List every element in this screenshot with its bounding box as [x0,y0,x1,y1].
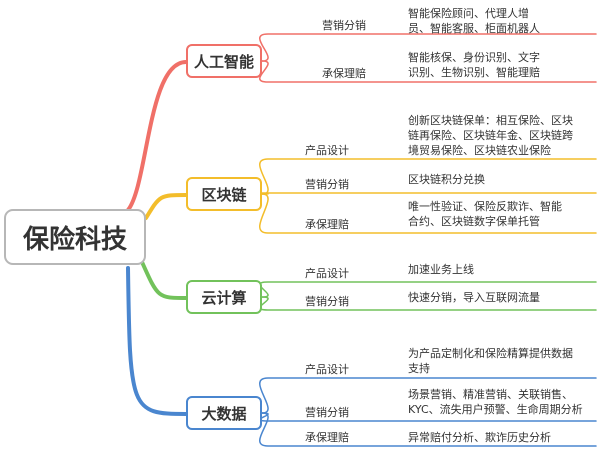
sub-topic-label[interactable]: 营销分销 [305,295,349,308]
sub-connector [259,296,597,311]
root-node[interactable]: 保险科技 [4,209,146,265]
branch-node[interactable]: 云计算 [186,280,262,314]
leaf-text: 合约、区块链数字保单托管 [408,215,540,228]
sub-topic-label[interactable]: 营销分销 [305,406,349,419]
sub-connector [259,33,597,62]
sub-connector [259,377,597,414]
leaf-text: 区块链积分兑换 [408,173,485,186]
sub-topic-label[interactable]: 营销分销 [305,178,349,191]
sub-connector [259,192,597,195]
leaf-text: KYC、流失用户预警、生命周期分析 [408,403,583,416]
leaf-text: 创新区块链保单：相互保险、区块 [408,114,573,127]
sub-connector [259,193,597,234]
leaf-text: 唯一性验证、保险反欺诈、智能 [408,200,562,213]
leaf-text: 加速业务上线 [408,263,474,276]
sub-connector [259,412,597,447]
branch-node[interactable]: 大数据 [186,396,262,430]
branch-connector [126,266,188,416]
branch-node[interactable]: 人工智能 [186,44,262,78]
leaf-text: 智能保险顾问、代理人增 [408,7,529,20]
sub-topic-label[interactable]: 产品设计 [305,363,349,376]
sub-connector [259,281,597,298]
sub-topic-label[interactable]: 承保理赔 [322,67,366,80]
sub-topic-label[interactable]: 营销分销 [322,19,366,32]
leaf-text: 境贸易保险、区块链农业保险 [408,144,551,157]
sub-topic-label[interactable]: 承保理赔 [305,218,349,231]
sub-topic-label[interactable]: 产品设计 [305,267,349,280]
sub-topic-label[interactable]: 承保理赔 [305,431,349,444]
branch-connector [140,260,188,300]
leaf-text: 快速分销，导入互联网流量 [408,291,540,304]
sub-connector [259,60,597,83]
leaf-text: 为产品定制化和保险精算提供数据 [408,347,573,360]
leaf-text: 异常赔付分析、欺诈历史分析 [408,431,551,444]
sub-topic-label[interactable]: 产品设计 [305,144,349,157]
branch-node[interactable]: 区块链 [186,177,262,211]
leaf-text: 识别、生物识别、智能理赔 [408,66,540,79]
leaf-text: 支持 [408,362,430,375]
leaf-text: 智能核保、身份识别、文字 [408,51,540,64]
leaf-text: 链再保险、区块链年金、区块链跨 [408,129,573,142]
branch-connector [144,193,188,220]
leaf-text: 员、智能客服、柜面机器人 [408,22,540,35]
branch-connector [126,60,188,212]
leaf-text: 场景营销、精准营销、关联销售、 [408,388,573,401]
